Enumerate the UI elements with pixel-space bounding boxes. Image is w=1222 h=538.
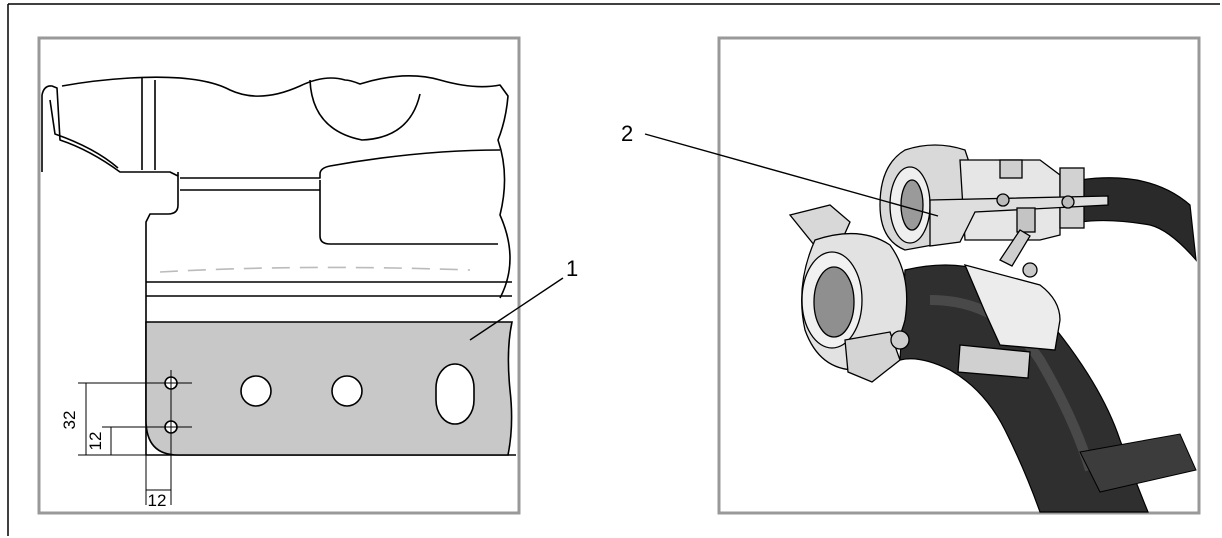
hose-section-band: [1079, 433, 1197, 493]
hose-highlight: [929, 295, 1095, 472]
left-panel: 32 12 12 1: [37, 36, 578, 515]
dimension-lines: [78, 370, 192, 505]
right-panel: 2: [621, 36, 1201, 515]
callout-2-leader: [644, 133, 939, 217]
plate-holes: [164, 363, 475, 434]
dimension-label-32: 32: [60, 411, 79, 430]
page-border: [7, 3, 1220, 536]
housing-outline: [41, 75, 516, 456]
front-coupling: [788, 204, 910, 383]
bracket: [929, 193, 1109, 267]
callout-2-label: 2: [621, 121, 633, 146]
upper-hose: [1079, 177, 1197, 262]
callout-1-label: 1: [566, 256, 578, 281]
callout-1-leader: [469, 277, 564, 341]
dimension-label-12-vertical: 12: [86, 432, 105, 451]
mounting-plate: [145, 321, 513, 456]
dimension-label-12-horizontal: 12: [148, 491, 167, 510]
hose-clamp: [957, 262, 1061, 379]
